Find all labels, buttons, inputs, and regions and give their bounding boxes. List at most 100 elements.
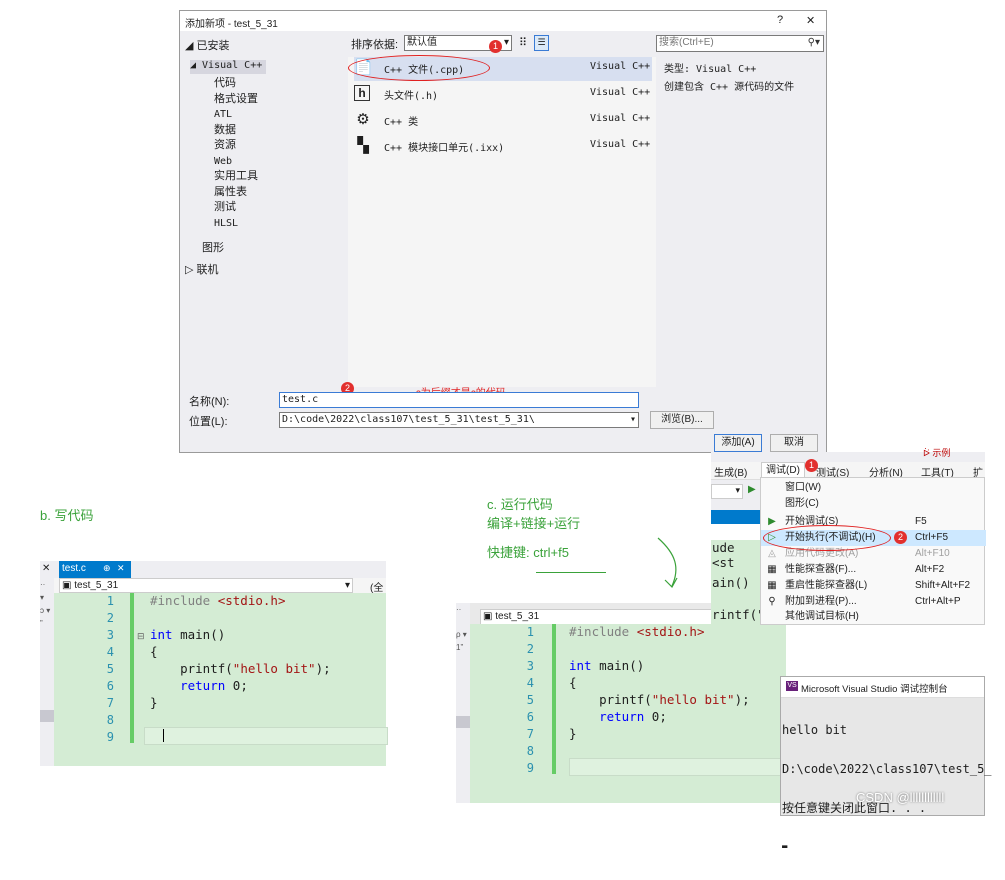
code-line-5: printf("hello bit"); [569,692,750,707]
code-line-6: return 0; [569,709,667,724]
code-line-4: { [569,675,577,690]
sort-dropdown[interactable]: 默认值 ▾ [404,35,512,51]
tree-installed[interactable]: ◢ 已安装 [185,40,230,52]
play-icon: ▶ [768,516,776,527]
menu-item-window[interactable]: 窗口(W) [761,480,986,496]
menu-tools[interactable]: 工具(T) [921,468,954,479]
line-number: 7 [106,696,114,710]
code-line-7: } [150,695,158,710]
line-number: 7 [526,727,534,741]
editor-b-left-strip: ·· ▾ ɔ ▾ ” [40,578,54,766]
fire-icon: ◬ [768,548,776,559]
menu-item-other-debug-targets[interactable]: 其他调试目标(H) [761,609,986,625]
left-mark: ·· [40,580,46,589]
name-input[interactable]: test.c [279,392,639,408]
menu-build[interactable]: 生成(B) [714,468,748,479]
close-icon[interactable]: ✕ [117,563,125,573]
collapse-icon[interactable]: ⊟ [137,631,145,641]
scope-dropdown[interactable]: ▣ test_5_31 ▾ [59,578,353,593]
chevron-down-icon: ▾ [735,485,740,495]
tab-test-c[interactable]: test.c ⊕ ✕ [59,561,131,578]
shortcut-underline [536,572,606,574]
tree-item[interactable]: Web [214,155,233,167]
close-icon[interactable]: ✕ [806,15,816,27]
tree-graphics[interactable]: 图形 [202,242,224,254]
line-number: 5 [526,693,534,707]
code-line-3: int main() [150,627,225,642]
pin-icon[interactable]: ⊕ [103,563,111,573]
dialog-title: 添加新项 - test_5_31 [185,19,278,30]
code-token: main() [591,658,645,673]
module-icon: ▚ [357,137,369,154]
code-token: int [569,658,592,673]
chevron-down-icon: ▾ [344,580,350,591]
tree-online[interactable]: ▷ 联机 [185,264,219,276]
profiler-icon: ▦ [767,580,777,591]
template-lang: Visual C++ [590,87,651,98]
type-line: 类型: Visual C++ [664,64,757,75]
config-combo[interactable]: ▾ [711,484,743,499]
current-line [569,758,788,776]
code-token: return [569,709,645,724]
tree-item[interactable]: ATL [214,109,233,120]
menu-item-relaunch-profiler[interactable]: ▦ 重启性能探查器(L) Shift+Alt+F2 [761,578,986,594]
section-c-notes: c. 运行代码 编译+链接+运行 快捷键: ctrl+f5 [487,495,580,562]
code-token: main() [172,627,226,642]
highlight-ellipse [763,525,891,551]
console-line: D:\code\2022\class107\test_5_ [782,762,992,776]
menu-item-shortcut: Ctrl+F5 [915,532,949,543]
close-icon[interactable]: ✕ [42,563,51,574]
tree-item[interactable]: 代码 [214,77,236,89]
grid-view-icon[interactable]: ⠿ [519,37,528,49]
menu-item-attach-to-process[interactable]: ⚲ 附加到进程(P)... Ctrl+Alt+P [761,594,986,610]
menu-analyze[interactable]: 分析(N) [869,468,903,479]
line-number: 1 [526,625,534,639]
left-mark: 1” [456,643,464,652]
menu-item-shortcut: Ctrl+Alt+P [915,596,961,607]
tree-item[interactable]: 测试 [214,201,236,213]
cancel-button[interactable]: 取消 [770,434,818,452]
menu-item-start-debugging[interactable]: ▶ 开始调试(S) F5 [761,514,986,530]
template-item-class[interactable]: ⚙ C++ 类 Visual C++ [354,109,652,133]
menu-item-shortcut: Alt+F2 [915,564,945,575]
location-input[interactable]: D:\code\2022\class107\test_5_31\test_5_3… [279,412,639,428]
menu-item-graphics[interactable]: 图形(C) [761,496,986,512]
editor-b-code[interactable]: 1 2 3 4 5 6 7 8 9 ⊟ #include <stdio.h> i… [54,593,388,766]
menu-item-performance-profiler[interactable]: ▦ 性能探查器(F)... Alt+F2 [761,562,986,578]
peek-text: ude <st [712,540,735,570]
menu-item-shortcut: F5 [915,516,927,527]
scope-value: test_5_31 [495,611,540,622]
tree-item[interactable]: 属性表 [214,185,247,198]
browse-button[interactable]: 浏览(B)... [650,411,714,429]
line-number: 1 [106,594,114,608]
scope-right: (全 [370,583,384,594]
tree-item[interactable]: 资源 [214,139,236,151]
tree-item[interactable]: HLSL [214,217,239,229]
menu-item-apply-code-changes[interactable]: ◬ 应用代码更改(A) Alt+F10 [761,546,986,562]
run-icon[interactable]: ▶ [748,484,756,495]
step-badge-2: 2 [341,382,354,395]
template-item-module[interactable]: ▚ C++ 模块接口单元(.ixx) Visual C++ [354,135,652,159]
list-view-icon[interactable]: ☰ [534,35,549,51]
search-input[interactable]: 搜索(Ctrl+E) ⚲▾ [656,35,824,52]
editor-c-code[interactable]: 1 2 3 4 5 6 7 8 9 #include <stdio.h> int… [470,624,788,803]
menu-test[interactable]: 测试(S) [816,468,850,479]
code-token: ); [315,661,331,676]
tab-peek: ᐖ 示例 [923,448,951,458]
tree-item[interactable]: 实用工具 [214,170,258,182]
menu-extend[interactable]: 扩 [973,468,983,479]
tree-visual-cpp[interactable]: ◢ Visual C++ [190,60,266,74]
template-item-header[interactable]: h 头文件(.h) Visual C++ [354,83,652,107]
code-token: printf( [150,661,233,676]
vs-tab-active [711,510,763,524]
code-token: int [150,627,173,642]
help-button[interactable]: ? [777,14,784,26]
code-line-4: { [150,644,158,659]
template-lang: Visual C++ [590,113,651,124]
add-button[interactable]: 添加(A) [714,434,762,452]
tree-item[interactable]: 格式设置 [214,92,258,105]
tree-subitems: 代码 格式设置 ATL 数据 资源 Web 实用工具 属性表 测试 HLSL [214,76,258,231]
console-body: hello bit D:\code\2022\class107\test_5_ … [781,698,992,852]
menu-item-label: 附加到进程(P)... [785,596,857,607]
tree-item[interactable]: 数据 [214,123,236,136]
